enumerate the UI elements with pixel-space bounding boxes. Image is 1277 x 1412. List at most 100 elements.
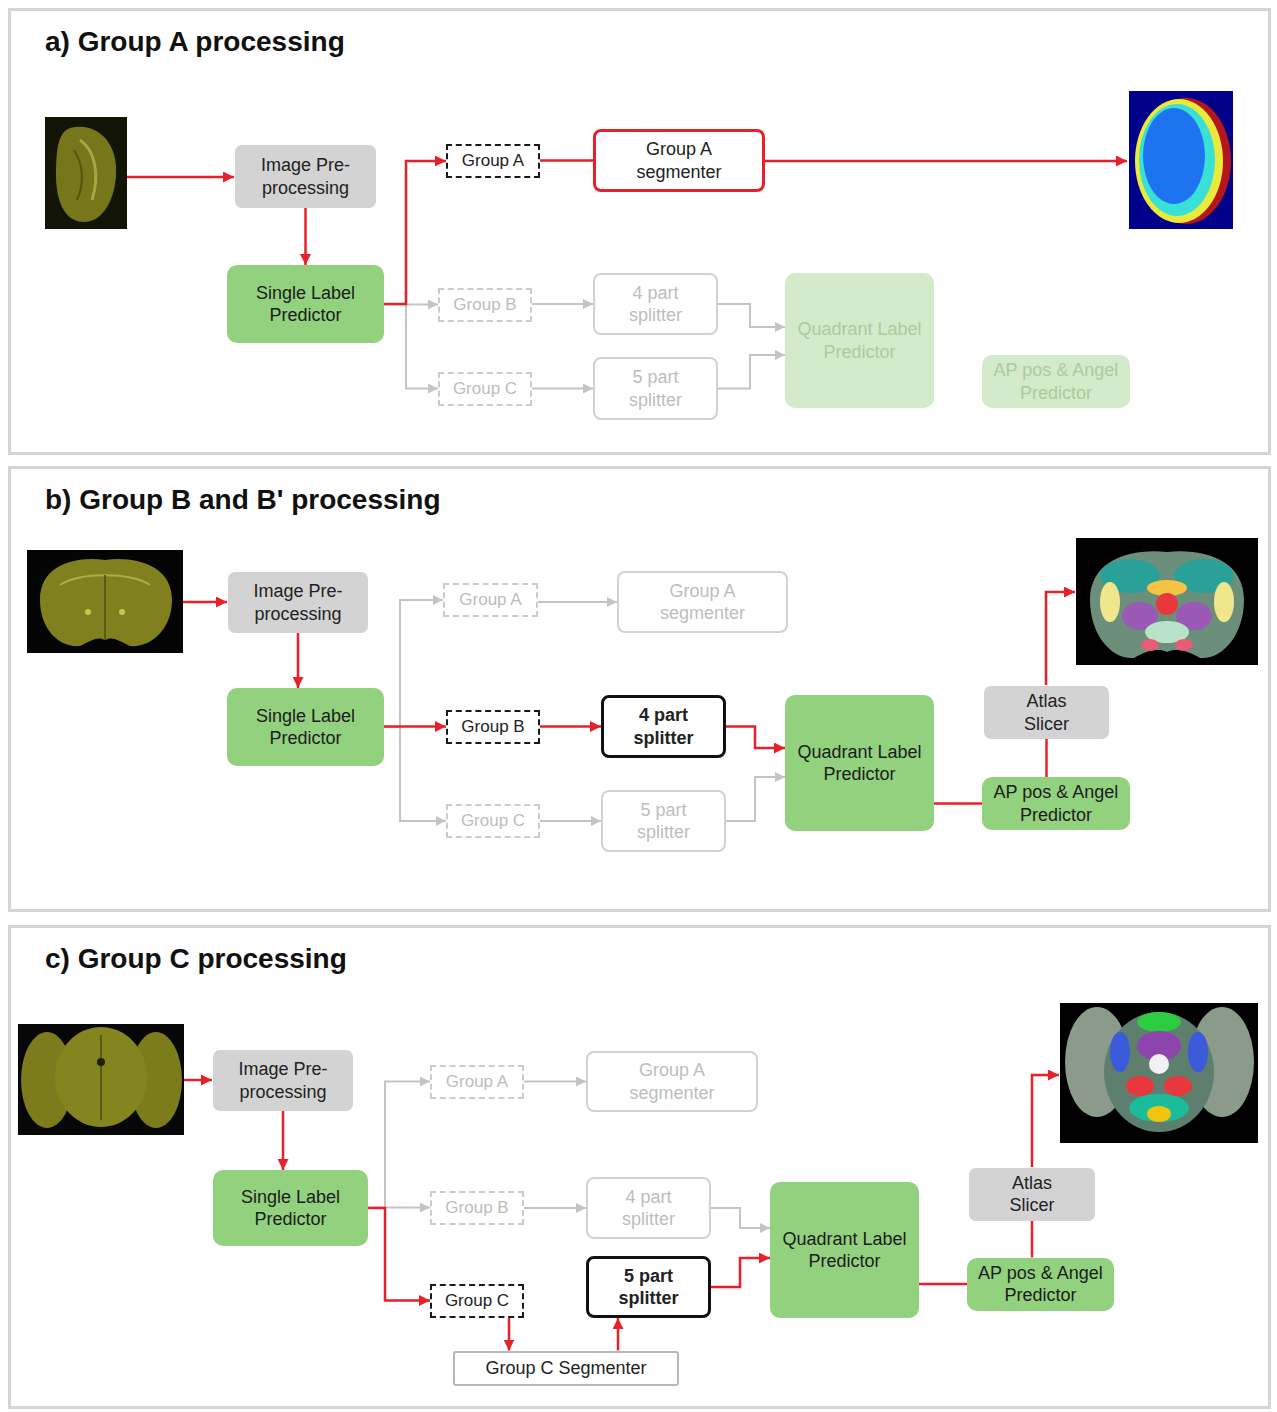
box-label: Quadrant Label Predictor [793, 318, 926, 363]
flow-arrow [711, 1208, 770, 1228]
box-label: Group C [453, 378, 517, 399]
flow-line [919, 1283, 967, 1286]
brain-slice [56, 127, 116, 222]
flow-arrow [540, 725, 601, 728]
box-label: 4 part splitter [616, 282, 696, 327]
box-label: Quadrant Label Predictor [778, 1228, 911, 1273]
flow-arrow [508, 1318, 511, 1351]
segmenter-box: Group A segmenter [593, 129, 765, 192]
process-box: Atlas Slicer [984, 686, 1109, 739]
region [1110, 1032, 1130, 1072]
group-tag-disabled: Group A [443, 583, 538, 617]
region [1137, 1012, 1181, 1032]
box-label: Group B [461, 716, 524, 737]
region [1139, 104, 1215, 216]
region [1143, 108, 1205, 204]
process-box: Image Pre-processing [228, 572, 368, 633]
flow-arrow [718, 355, 785, 389]
input-arrow [183, 601, 227, 604]
group-tag: Group C [430, 1284, 524, 1318]
region [1214, 582, 1234, 622]
process-box: Image Pre-processing [235, 145, 376, 208]
process-box-disabled: Group A segmenter [586, 1051, 758, 1112]
flow-arrow [718, 304, 785, 327]
box-label: Single Label Predictor [221, 1186, 360, 1231]
box-label: Single Label Predictor [235, 705, 376, 750]
box-label: Image Pre-processing [236, 580, 360, 625]
box-label: Image Pre-processing [221, 1058, 345, 1103]
predictor-box: Single Label Predictor [227, 688, 384, 766]
flow-arrow [532, 388, 593, 390]
splitter-box: 4 part splitter [601, 695, 726, 758]
predictor-box: Single Label Predictor [227, 265, 384, 343]
group-tag: Group A [446, 144, 540, 178]
predictor-box: Quadrant Label Predictor [785, 695, 934, 831]
slice-detail [104, 575, 106, 640]
panel-title: b) Group B and B' processing [45, 483, 441, 517]
flow-arrow [384, 161, 446, 304]
region [1141, 639, 1159, 651]
box-label: Group C Segmenter [485, 1357, 646, 1380]
region [1129, 1094, 1189, 1122]
box-label: Group A [462, 150, 524, 171]
region [1126, 1076, 1154, 1096]
region [1188, 1032, 1208, 1072]
flow-arrow [540, 820, 601, 822]
process-panel: a) Group A processingImage Pre-processin… [8, 8, 1271, 455]
box-label: AP pos & Angel Predictor [975, 1262, 1106, 1307]
region [1175, 639, 1193, 651]
flow-arrow [282, 1111, 285, 1170]
group-tag: Group B [446, 710, 540, 744]
image-ground [18, 1024, 184, 1135]
slice-detail [85, 609, 91, 615]
slice-detail [119, 609, 125, 615]
flow-arrow [532, 303, 593, 305]
group-tag-disabled: Group B [430, 1191, 524, 1225]
process-box: Atlas Slicer [969, 1168, 1095, 1221]
box-label: Group A [446, 1071, 508, 1092]
predictor-box: Quadrant Label Predictor [770, 1182, 919, 1318]
output-arrow [1046, 592, 1075, 685]
input-slice-image [27, 550, 183, 653]
box-label: Image Pre-processing [243, 154, 368, 199]
box-label: Atlas Slicer [997, 1172, 1067, 1217]
box-label: 4 part splitter [624, 704, 704, 749]
input-slice-image [18, 1024, 184, 1135]
flow-arrow [538, 601, 617, 603]
slice-detail [100, 1035, 102, 1120]
connectors [283, 161, 1047, 1351]
output-arrow [765, 160, 1127, 163]
process-box-disabled: 5 part splitter [593, 357, 718, 420]
box-label: Group B [453, 294, 516, 315]
region [1100, 582, 1120, 622]
region [1147, 1106, 1171, 1122]
group-tag-disabled: Group A [430, 1065, 524, 1099]
group-tag-disabled: Group C [446, 804, 540, 838]
box-label: Group C [461, 810, 525, 831]
process-box-disabled: Group A segmenter [617, 571, 788, 633]
flow-arrow [368, 1082, 430, 1209]
input-slice-image [45, 117, 127, 229]
process-box-disabled: 4 part splitter [593, 273, 718, 335]
flow-arrow [711, 1258, 770, 1287]
box-label: Group A segmenter [627, 580, 778, 625]
panel-title: a) Group A processing [45, 25, 345, 59]
flow-arrow [617, 1318, 620, 1351]
box-label: Quadrant Label Predictor [793, 741, 926, 786]
flow-arrow [384, 600, 443, 727]
flow-arrow [384, 727, 446, 821]
input-arrow [127, 176, 234, 179]
flow-line [934, 802, 982, 805]
box-label: Group A segmenter [596, 1059, 748, 1104]
flow-arrow [524, 1207, 586, 1209]
flow-arrow [726, 777, 785, 821]
image-ground [1129, 91, 1233, 229]
flow-arrow [524, 1081, 586, 1083]
box-label: 5 part splitter [624, 799, 704, 844]
splitter-box: 5 part splitter [586, 1256, 711, 1318]
brain-slice [55, 1027, 147, 1127]
predictor-box-disabled: Quadrant Label Predictor [785, 273, 934, 408]
box-label: Group C [445, 1290, 509, 1311]
box-label: AP pos & Angel Predictor [990, 359, 1122, 404]
